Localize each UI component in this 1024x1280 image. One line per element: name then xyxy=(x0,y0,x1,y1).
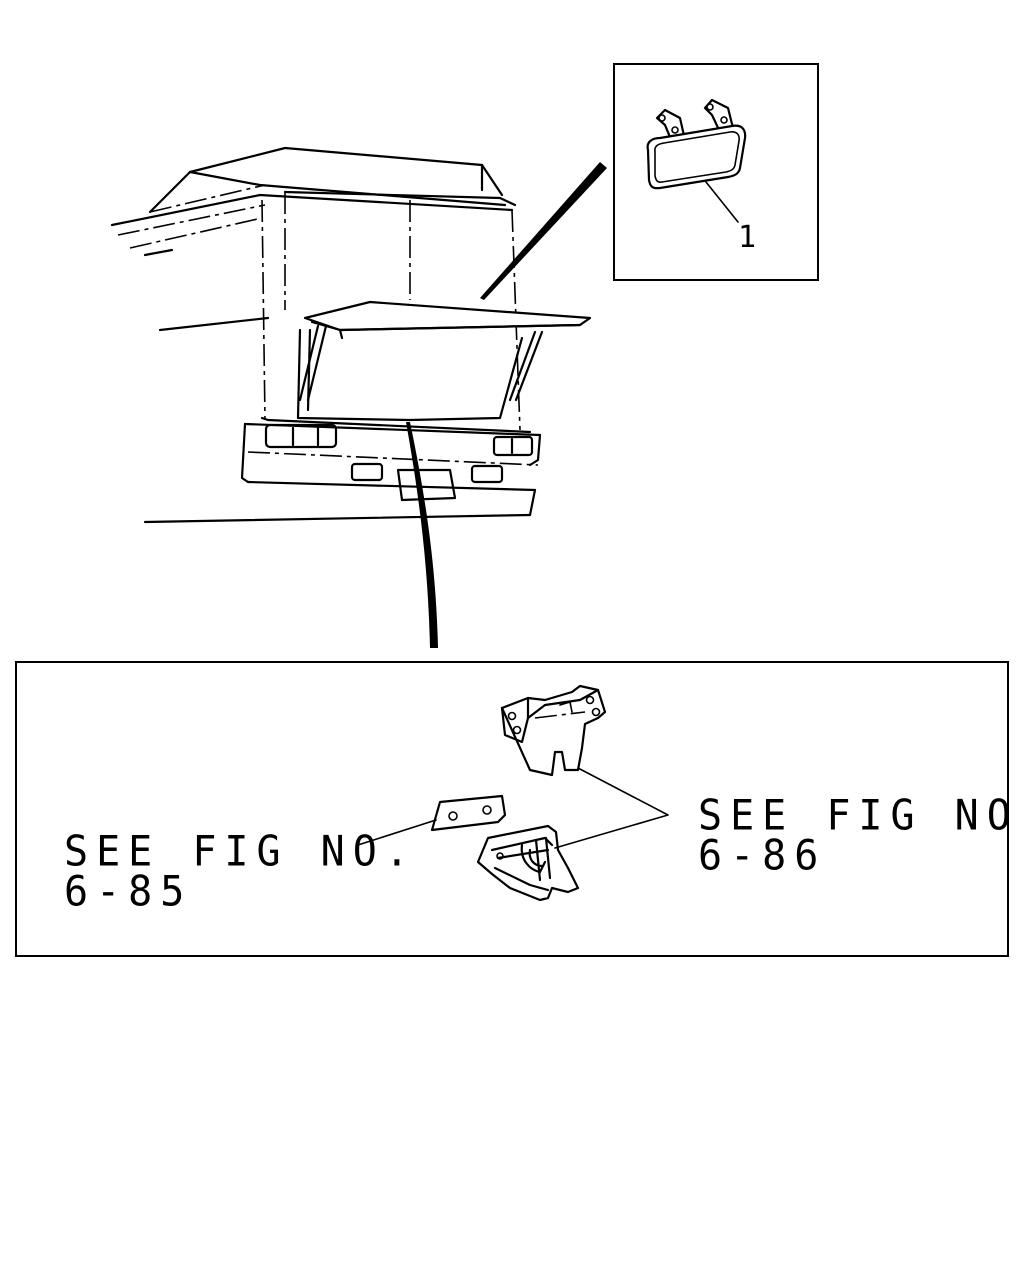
see-fig-ref-right-line1: SEE FIG NO. xyxy=(698,791,1024,841)
part-number-label: 1 xyxy=(738,220,757,255)
leader-6-85 xyxy=(357,819,437,846)
leader-6-86 xyxy=(554,767,669,849)
see-fig-ref-left-line1: SEE FIG NO. xyxy=(64,827,417,877)
inset-frame-lock xyxy=(15,661,1009,957)
see-fig-ref-right[interactable]: SEE FIG NO. 6-86 xyxy=(698,795,1024,877)
truck-cab-illustration xyxy=(110,146,592,524)
part-1-illustration xyxy=(646,98,747,190)
bracket-illustration xyxy=(500,684,607,777)
leader-line-lower xyxy=(406,422,438,648)
latch-illustration xyxy=(476,824,580,902)
leader-line-upper xyxy=(480,162,607,300)
part-1-leader xyxy=(705,181,739,223)
see-fig-ref-left[interactable]: SEE FIG NO. 6-85 xyxy=(64,831,417,913)
inset-frame-part-1 xyxy=(613,63,819,281)
see-fig-ref-right-line2: 6-86 xyxy=(698,831,827,880)
see-fig-ref-left-line2: 6-85 xyxy=(64,867,193,916)
plate-illustration xyxy=(430,794,507,832)
